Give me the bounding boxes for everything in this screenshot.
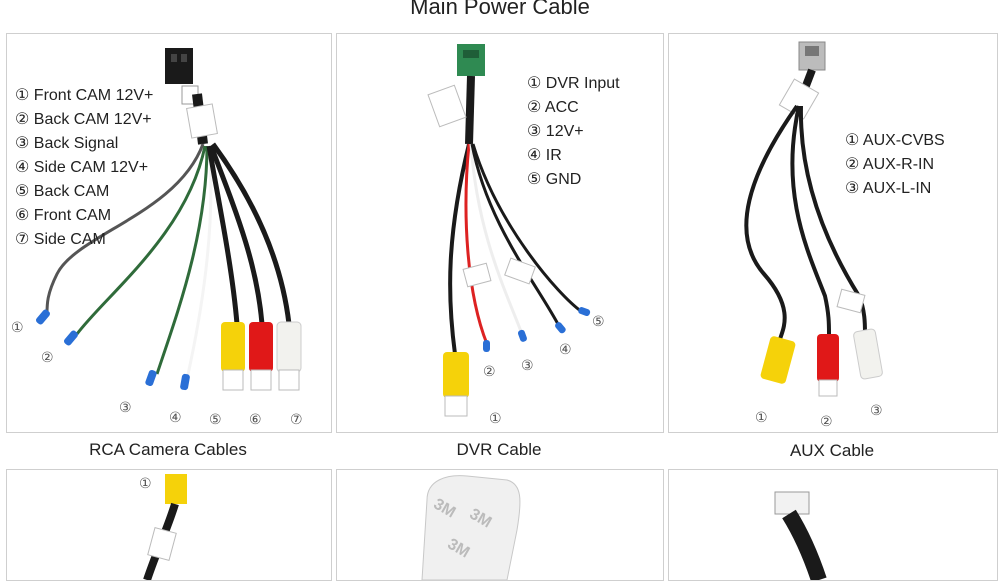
page-title: Main Power Cable (410, 0, 590, 19)
dvr-number-label: ① (489, 411, 502, 427)
bottom-left-illustration (143, 474, 187, 580)
dvr-caption: DVR Cable (456, 440, 542, 459)
rca-label-tag (186, 103, 218, 139)
rca-cable-illustration (36, 48, 302, 391)
rca-plug-yellow (221, 322, 245, 372)
tape-illustration (421, 475, 521, 580)
aux-number-label: ② (820, 414, 833, 430)
rca-legend-item: ④ Side CAM 12V+ (15, 159, 149, 176)
bottom-left-panel: ① (6, 469, 332, 581)
rca-legend-item: ⑤ Back CAM (15, 183, 110, 200)
rca-legend-item: ⑦ Side CAM (15, 231, 106, 248)
white-connector (774, 491, 810, 515)
rca-number-label: ② (41, 350, 54, 366)
dvr-legend-item: ① DVR Input (527, 75, 620, 92)
rca-legend-item: ⑥ Front CAM (15, 207, 112, 224)
aux-caption: AUX Cable (789, 441, 875, 460)
aux-rca-plug-yellow (760, 336, 796, 384)
dvr-wire-tip (555, 322, 566, 334)
rca-legend-item: ① Front CAM 12V+ (15, 87, 154, 104)
rca-number-label: ⑥ (249, 412, 262, 428)
bottom-right-panel (668, 469, 998, 581)
aux-number-label: ③ (870, 403, 883, 419)
rca-camera-cables-panel: ① Front CAM 12V+ ② Back CAM 12V+ ③ Back … (6, 33, 332, 433)
wire-tip-2 (64, 330, 78, 346)
dvr-legend-item: ⑤ GND (527, 171, 582, 188)
dvr-legend-item: ③ 12V+ (527, 123, 584, 140)
aux-cable-panel: ① AUX-CVBS ② AUX-R-IN ③ AUX-L-IN ① ② ③ (668, 33, 998, 433)
rca-connector (165, 48, 193, 84)
wire-tip-4 (180, 373, 190, 391)
dvr-rca-plug-yellow (443, 352, 469, 398)
rca-legend: ① Front CAM 12V+ ② Back CAM 12V+ ③ Back … (15, 84, 153, 252)
dvr-number-label: ⑤ (592, 314, 605, 330)
bottom-left-number-label: ① (139, 476, 152, 492)
rca-caption: RCA Camera Cables (89, 440, 247, 459)
wire-tip-3 (145, 369, 157, 387)
aux-cable-illustration (744, 41, 883, 397)
dvr-legend-item: ② ACC (527, 99, 579, 116)
dvr-number-label: ② (483, 364, 496, 380)
rca-legend-item: ③ Back Signal (15, 135, 119, 152)
dvr-number-label: ③ (521, 358, 534, 374)
dvr-label-tag (427, 84, 467, 128)
rca-number-label: ③ (119, 400, 132, 416)
aux-legend-item: ① AUX-CVBS (845, 132, 945, 149)
dvr-cable-illustration (427, 44, 591, 417)
dvr-wire-tip (517, 329, 527, 342)
dvr-cable-panel: ① DVR Input ② ACC ③ 12V+ ④ IR ⑤ GND ① ② … (336, 33, 664, 433)
rca-number-label: ⑤ (209, 412, 222, 428)
rca-plug-red (249, 322, 273, 372)
bottom-middle-panel: 3M 3M 3M (336, 469, 664, 581)
rca-plug-white (276, 321, 302, 373)
dvr-number-label: ④ (559, 342, 572, 358)
yellow-connector (165, 474, 187, 504)
aux-legend-item: ② AUX-R-IN (845, 156, 935, 173)
dvr-wire-tip (578, 307, 591, 317)
dvr-connector (457, 44, 485, 76)
dvr-legend-item: ④ IR (527, 147, 562, 164)
rca-number-label: ④ (169, 410, 182, 426)
dvr-legend: ① DVR Input ② ACC ③ 12V+ ④ IR ⑤ GND (527, 72, 620, 192)
aux-legend-item: ③ AUX-L-IN (845, 180, 932, 197)
aux-rca-plug-white (853, 328, 883, 380)
wire-tip-1 (36, 309, 50, 325)
rca-number-label: ① (11, 320, 24, 336)
rca-legend-item: ② Back CAM 12V+ (15, 111, 152, 128)
dvr-wire-tip (483, 340, 490, 352)
aux-rca-plug-red (817, 334, 839, 382)
aux-number-label: ① (755, 410, 768, 426)
rca-number-label: ⑦ (290, 412, 303, 428)
aux-legend: ① AUX-CVBS ② AUX-R-IN ③ AUX-L-IN (845, 129, 945, 201)
bottom-right-illustration (774, 491, 827, 580)
